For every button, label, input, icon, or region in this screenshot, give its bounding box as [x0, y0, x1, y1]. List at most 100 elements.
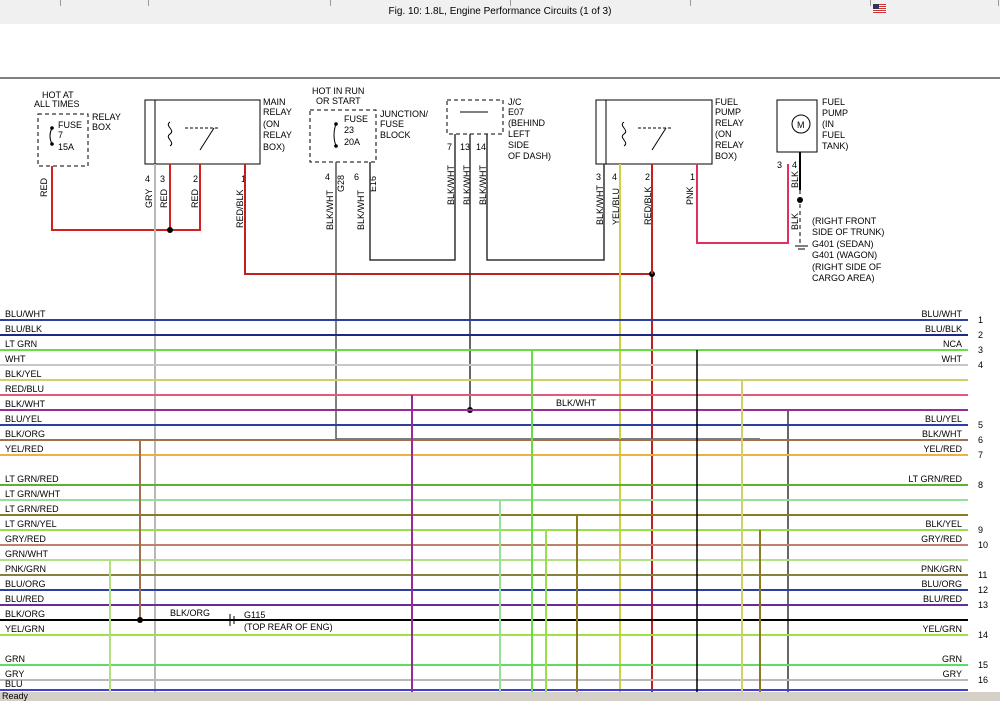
bus-wire-label-right: WHT — [942, 354, 963, 364]
bus-wire-label-left: BLK/ORG — [5, 429, 45, 439]
pin-number: 4 — [612, 172, 617, 182]
bus-wire-label-left: LT GRN/WHT — [5, 489, 61, 499]
bus-wire-label-left: BLU/BLK — [5, 324, 42, 334]
ground-label: (TOP REAR OF ENG) — [244, 622, 333, 632]
ground-label: G115 — [244, 610, 265, 620]
bus-wire-number: 12 — [978, 585, 988, 595]
jc-label: LEFT — [508, 129, 531, 139]
main-relay-label: RELAY — [263, 130, 292, 140]
bus-wire-label-left: BLK/YEL — [5, 369, 42, 379]
wire-label: BLK/WHT — [595, 184, 605, 225]
tab-divider — [690, 0, 691, 6]
bus-wire-label-right: BLU/RED — [923, 594, 963, 604]
junction-block-outline — [309, 109, 377, 163]
fuse-rating: 15A — [58, 142, 74, 152]
wire-blk-wht — [486, 134, 605, 261]
bus-wire-number: 9 — [978, 525, 983, 535]
bus-wire-label-right: BLU/YEL — [925, 414, 962, 424]
bus-wire-label-left: LT GRN/YEL — [5, 519, 57, 529]
upper-wires: BLK/WHT — [51, 134, 803, 692]
tab-divider — [60, 0, 61, 6]
bus-wire-number: 3 — [978, 345, 983, 355]
bus-wire-label-right: LT GRN/RED — [908, 474, 962, 484]
fuse-label: FUSE — [344, 114, 368, 124]
ground-label: G401 (WAGON) — [812, 250, 877, 260]
bus-wire-label-right: BLU/WHT — [922, 309, 963, 319]
status-text: Ready — [2, 691, 29, 701]
fuse-symbol — [333, 123, 337, 147]
bus-wire-number: 14 — [978, 630, 988, 640]
pin-number: 3 — [596, 172, 601, 182]
motor-icon — [791, 114, 811, 134]
tab-divider — [510, 0, 511, 6]
fuel-pump-relay-label: FUEL — [715, 97, 738, 107]
fuel-pump-relay-label: PUMP — [715, 107, 741, 117]
jc-outline — [446, 99, 504, 135]
bus-wire-number: 4 — [978, 360, 983, 370]
fuel-pump-box — [776, 99, 818, 153]
bus-wire-label-left: BLU/YEL — [5, 414, 42, 424]
fuel-pump-relay-label: BOX) — [715, 151, 737, 161]
bus-wire-label-left: GRN — [5, 654, 25, 664]
pin-number: 13 — [460, 142, 470, 152]
us-flag-icon[interactable] — [873, 4, 886, 13]
hot-in-run-label: OR START — [316, 96, 361, 106]
bus-wire-number: 6 — [978, 435, 983, 445]
bus-wire-label-right: BLK/YEL — [925, 519, 962, 529]
bus-wire-number: 15 — [978, 660, 988, 670]
main-relay-label: RELAY — [263, 107, 292, 117]
junction-fuse-block: HOT IN RUN OR START FUSE 23 20A JUNCTION… — [309, 86, 428, 230]
junction-block-label: FUSE — [380, 119, 404, 129]
main-relay-box — [144, 99, 261, 165]
bus-wire-label-left: LT GRN/RED — [5, 504, 59, 514]
pin-number: 14 — [476, 142, 486, 152]
ground-label: (RIGHT SIDE OF — [812, 262, 882, 272]
pin-number: 3 — [777, 160, 782, 170]
fuel-pump-relay-label: RELAY — [715, 118, 744, 128]
wire-blk-wht — [369, 134, 456, 261]
pin-number: 4 — [145, 174, 150, 184]
junction-block-label: JUNCTION/ — [380, 109, 428, 119]
relay-box-outline — [37, 113, 89, 167]
fuse-rating: 20A — [344, 137, 360, 147]
jc-label: OF DASH) — [508, 151, 551, 161]
fuel-pump-label: TANK) — [822, 141, 848, 151]
bus-wire-label-left: BLU/WHT — [5, 309, 46, 319]
bus-wire-number: 5 — [978, 420, 983, 430]
hot-at-all-times-label: ALL TIMES — [34, 99, 80, 109]
status-bar: Ready — [0, 691, 1000, 701]
junction-block-label: BLOCK — [380, 130, 411, 140]
main-relay: MAIN RELAY (ON RELAY BOX) 4 3 2 1 GRY RE… — [144, 97, 292, 228]
bus-wire-label-left: BLU/RED — [5, 594, 45, 604]
relay-switch — [199, 127, 215, 151]
bus-wire-label-left: PNK/GRN — [5, 564, 46, 574]
wire-label: RED/BLK — [643, 186, 653, 225]
relay-box-label: BOX — [92, 122, 111, 132]
main-relay-label: BOX) — [263, 142, 285, 152]
fuel-pump-relay-label: (ON — [715, 129, 732, 139]
bus-wire-label-left: WHT — [5, 354, 26, 364]
fuel-pump-label: (IN — [822, 119, 834, 129]
pin-number: 3 — [160, 174, 165, 184]
main-relay-label: (ON — [263, 119, 280, 129]
wire-label: GRY — [144, 189, 154, 208]
wire-label: PNK — [685, 186, 695, 205]
bus-wire-label-right: GRY — [943, 669, 962, 679]
pin-number: 2 — [193, 174, 198, 184]
bus-wire-label-left: BLK/ORG — [5, 609, 45, 619]
bus-wire-label-left: RED/BLU — [5, 384, 44, 394]
wiring-diagram-canvas[interactable]: HOT AT ALL TIMES FUSE 7 15A RELAY BOX RE… — [0, 24, 1000, 692]
wire-label: BLK — [790, 213, 800, 230]
wire-label: BLK/WHT — [462, 164, 472, 205]
bus-wire-label-left: YEL/RED — [5, 444, 44, 454]
fuse-number: 23 — [344, 125, 354, 135]
wire-label: YEL/BLU — [611, 188, 621, 225]
wire-label: RED — [159, 188, 169, 208]
wire-label: RED/BLK — [235, 189, 245, 228]
fuel-pump-relay-box — [595, 99, 713, 165]
window-title: Fig. 10: 1.8L, Engine Performance Circui… — [388, 6, 612, 17]
bus-wire-label-right: GRY/RED — [921, 534, 962, 544]
pin-number: 2 — [645, 172, 650, 182]
fuse-label: FUSE — [58, 120, 82, 130]
splice — [167, 227, 173, 233]
